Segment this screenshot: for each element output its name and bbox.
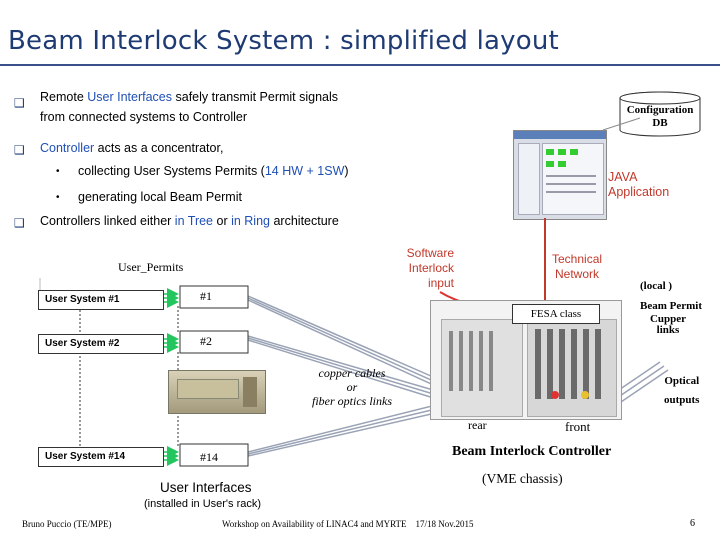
local-beam-permit-label: (local ) Beam Permit: [640, 276, 702, 316]
software-interlock-line3: input: [427, 276, 454, 290]
user-interface-photo: [168, 370, 266, 414]
technical-network-label: Technical Network: [552, 252, 602, 282]
bullet-2-highlight: Controller: [40, 141, 95, 155]
bullet-1-line2: from connected systems to Controller: [40, 110, 248, 124]
bullet-2-post: acts as a concentrator,: [94, 141, 224, 155]
footer-page-number: 6: [690, 518, 695, 529]
java-app-line1: JAVA: [608, 170, 638, 184]
controller-title: Beam Interlock Controller: [452, 444, 612, 459]
database-icon: [619, 91, 701, 137]
bullet-3-tree: in Tree: [174, 214, 214, 228]
config-db-line2: DB: [652, 117, 668, 129]
java-app-screenshot: [513, 130, 607, 220]
sub-bullet-1-pre: collecting User Systems Permits (: [78, 164, 265, 178]
sub-bullet-1-post: ): [344, 164, 349, 178]
controller-subtitle: (VME chassis): [482, 471, 563, 486]
cables-line2: or: [346, 380, 358, 394]
sub-bullet-marker: •: [56, 192, 60, 203]
user-system-2: User System #2: [38, 334, 164, 354]
bullet-1: Remote User Interfaces safely transmit P…: [40, 90, 338, 130]
cupper-line1: Cupper: [649, 313, 687, 325]
bullet-1-pre: Remote: [40, 90, 88, 104]
technical-network-line1: Technical: [552, 252, 603, 266]
config-db-line1: Configuration: [626, 104, 694, 116]
java-app-line2: Application: [608, 185, 670, 199]
java-app-label: JAVA Application: [608, 170, 669, 200]
bullet-2: Controller acts as a concentrator,: [40, 137, 223, 159]
bullet-marker: ❑: [14, 216, 25, 230]
user-system-1: User System #1: [38, 290, 164, 310]
optical-outputs-label: Optical outputs: [664, 372, 699, 410]
page-title: Beam Interlock System : simplified layou…: [8, 26, 559, 56]
bullet-3-mid: or: [213, 214, 232, 228]
sub-bullet-1: collecting User Systems Permits (14 HW +…: [78, 160, 349, 182]
cables-line3: fiber optics links: [312, 394, 392, 408]
local-permit-line2: Beam Permit: [640, 300, 702, 312]
fesa-class-box: FESA class: [512, 304, 600, 324]
footer-author: Bruno Puccio (TE/MPE): [22, 519, 112, 529]
link-label-14: #14: [200, 450, 218, 464]
front-label: front: [565, 419, 591, 434]
software-interlock-label: Software Interlock input: [388, 246, 454, 291]
config-db-label: Configuration DB: [617, 104, 703, 130]
sub-bullet-marker: •: [56, 166, 60, 177]
sub-bullet-2: generating local Beam Permit: [78, 190, 242, 204]
software-interlock-line1: Software: [406, 246, 454, 260]
footer-event: Workshop on Availability of LINAC4 and M…: [222, 519, 474, 529]
bullet-3-ring: in Ring: [231, 214, 270, 228]
rear-label: rear: [468, 418, 487, 432]
bullet-marker: ❑: [14, 143, 25, 157]
local-permit-line1: (local ): [640, 280, 673, 292]
cupper-line2: links: [656, 324, 680, 336]
technical-network-line2: Network: [555, 267, 600, 281]
bullet-1-highlight: User Interfaces: [87, 90, 173, 104]
bullet-3: Controllers linked either in Tree or in …: [40, 210, 339, 232]
cables-line1: copper cables: [318, 366, 386, 380]
bullet-1-post: safely transmit Permit signals: [172, 90, 339, 104]
user-interfaces-label: User Interfaces: [160, 480, 252, 495]
software-interlock-line2: Interlock: [408, 261, 454, 275]
link-label-1: #1: [200, 289, 212, 303]
optical-line2: outputs: [664, 394, 700, 406]
user-system-14: User System #14: [38, 447, 164, 467]
optical-line1: Optical: [664, 375, 700, 387]
bullet-3-post: architecture: [270, 214, 339, 228]
cables-label: copper cables or fiber optics links: [300, 366, 404, 408]
cupper-links-label: Cupper links: [640, 314, 696, 336]
title-divider: [0, 64, 720, 66]
bullet-marker: ❑: [14, 96, 25, 110]
sub-bullet-1-highlight: 14 HW + 1SW: [264, 164, 345, 178]
user-permits-label: User_Permits: [118, 260, 184, 274]
link-label-2: #2: [200, 334, 212, 348]
bullet-3-pre: Controllers linked either: [40, 214, 175, 228]
user-interfaces-sublabel: (installed in User's rack): [144, 498, 262, 510]
